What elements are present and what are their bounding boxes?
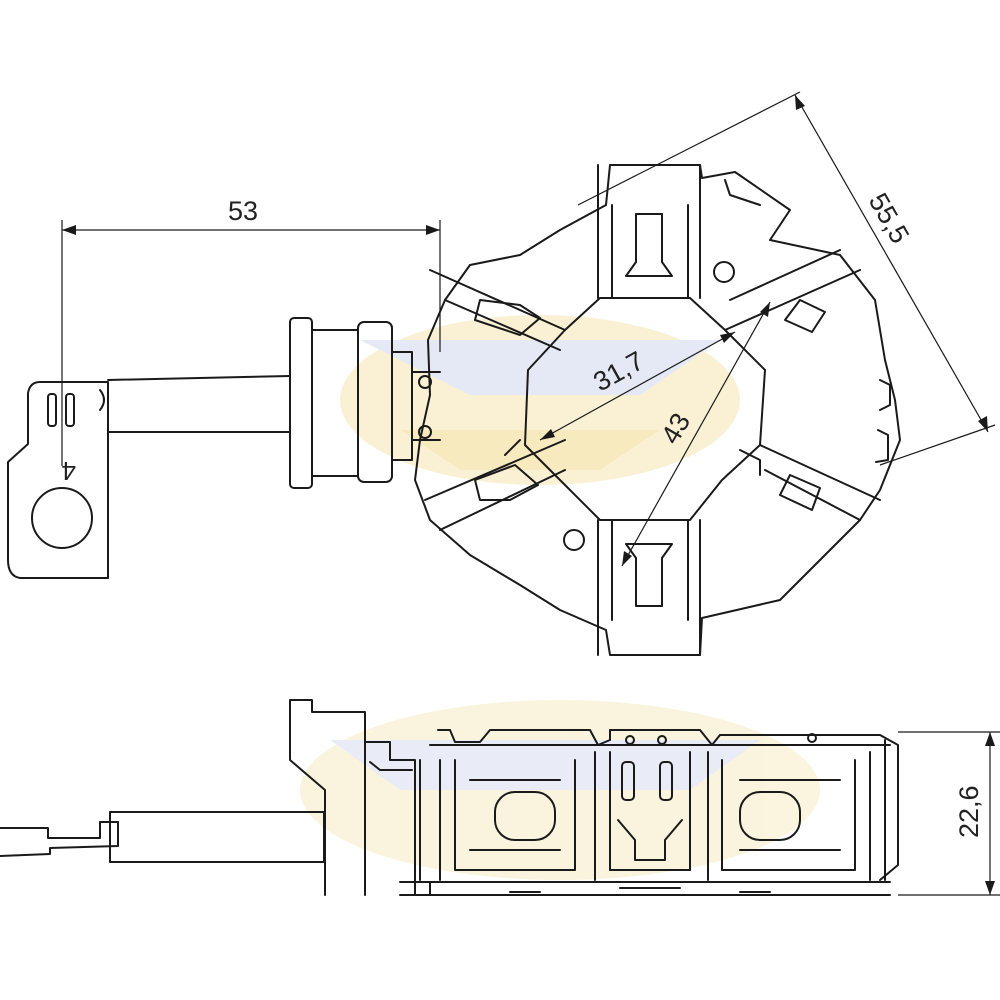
holder-body — [414, 164, 901, 656]
dimension-label-22-6: 22,6 — [954, 785, 984, 838]
terminal-hole-label: 4 — [62, 456, 76, 486]
connector — [289, 317, 441, 489]
dimension-height: 22,6 — [898, 731, 1000, 896]
dimension-label-53: 53 — [228, 196, 258, 226]
dimension-label-55-5: 55,5 — [863, 188, 915, 249]
side-view — [0, 699, 899, 896]
terminal-lug: 4 — [7, 381, 109, 579]
cable — [99, 375, 291, 433]
dimension-overall-length: 53 — [61, 196, 441, 466]
watermark-logo — [300, 315, 820, 880]
